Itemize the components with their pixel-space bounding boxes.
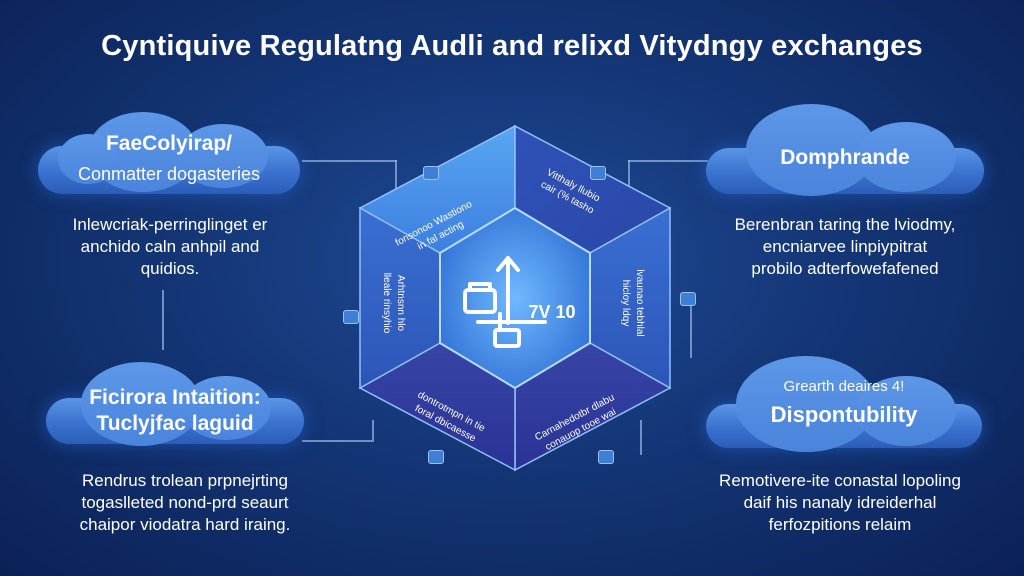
bottom-left-body-line1: Rendrus trolean prpnejrting [81, 471, 288, 490]
crypto-exchange-icon [463, 256, 547, 348]
hex-center [439, 206, 591, 390]
connector-top-right-drop [628, 160, 630, 190]
connector-node-2 [590, 166, 606, 180]
hexagon-diagram: fonsonoo Wastiono in fal acting Vitthaly… [358, 124, 672, 472]
connector-bottom-left [302, 440, 372, 442]
bottom-left-body: Rendrus trolean prpnejrting togaslleted … [40, 470, 330, 536]
connector-top-left [302, 160, 397, 162]
connector-right [690, 298, 692, 358]
bottom-right-body-line3: ferfozpitions relaim [768, 515, 912, 534]
top-left-body-line2: anchido caln anhpil and [80, 237, 260, 256]
bottom-right-body: Remotivere-ite conastal lopoling daif hi… [690, 470, 990, 536]
bottom-right-body-line1: Remotivere-ite conastal lopoling [719, 471, 961, 490]
label-left-2: Arhtnsnn hlo [395, 275, 406, 332]
cloud-bottom-right: Grearth deaires 4! Dispontubility [706, 356, 982, 452]
bottom-left-body-line2: togaslleted nond-prd seaurt [81, 493, 289, 512]
connector-node-4 [680, 292, 696, 306]
top-left-body-line3: quidios. [140, 259, 200, 278]
connector-node-5 [428, 450, 444, 464]
top-right-body: Berenbran taring the lviodmy, encniarvee… [700, 214, 990, 280]
top-right-body-line1: Berenbran taring the lviodmy, [734, 215, 956, 234]
center-label: 7V 10 [528, 302, 575, 322]
connector-left-vertical [162, 290, 164, 350]
label-left-1: lleale rinsyhio [381, 273, 392, 334]
cloud-subheading: Tuclyjfac laguid [96, 412, 254, 435]
cloud-heading: Domphrande [780, 146, 910, 169]
cloud-heading-small: Grearth deaires 4! [783, 378, 905, 395]
cloud-top-right: Domphrande [706, 104, 984, 196]
connector-node-6 [598, 450, 614, 464]
top-left-body-line1: Inlewcriak-perringlinget er [72, 215, 268, 234]
cloud-heading: Dispontubility [770, 402, 918, 427]
bottom-left-body-line3: chaipor viodatra hard iraing. [79, 515, 291, 534]
connector-top-left-drop [395, 160, 397, 190]
bottom-right-body-line2: daif his nanaly idreiderhal [743, 493, 937, 512]
label-right-1: hicloy ldqy [620, 280, 631, 327]
connector-bottom-right [640, 420, 642, 455]
connector-node-1 [423, 166, 439, 180]
top-right-body-line3: probilo adterfowefafened [751, 259, 939, 278]
label-right-2: lvaunao tebhlal [634, 269, 645, 336]
page-title: Cyntiquive Regulatng Audli and relixd Vi… [101, 30, 923, 62]
top-right-body-line2: encniarvee linpiypitrat [762, 237, 928, 256]
top-left-body: Inlewcriak-perringlinget er anchido caln… [40, 214, 300, 280]
cloud-bottom-left: Ficirora Intaition: Tuclyjfac laguid [46, 362, 304, 446]
cloud-top-left: FaeColyirap/ Conmatter dogasteries [38, 112, 300, 194]
cloud-subheading: Conmatter dogasteries [77, 164, 261, 184]
connector-node-3 [343, 310, 359, 324]
cloud-heading: FaeColyirap/ [105, 132, 233, 155]
connector-top-right [628, 160, 708, 162]
cloud-heading: Ficirora Intaition: [89, 386, 261, 409]
connector-bottom-left-drop [372, 420, 374, 442]
